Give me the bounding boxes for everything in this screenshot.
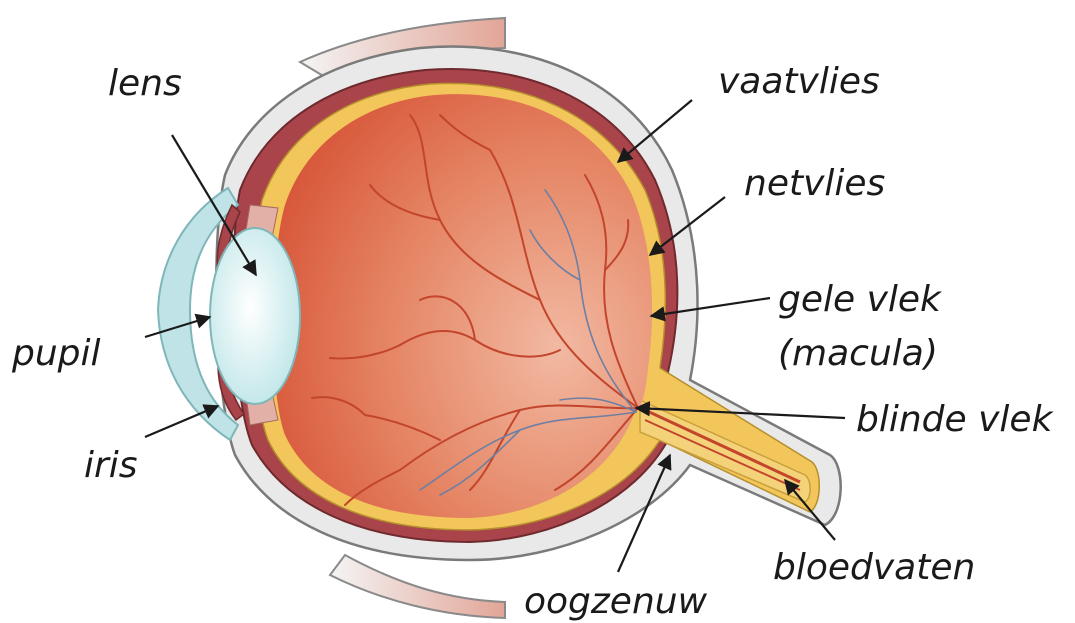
label-gele-vlek: gele vlek (778, 282, 941, 318)
label-macula: (macula) (778, 336, 938, 372)
label-iris: iris (84, 448, 138, 484)
label-vaatvlies: vaatvlies (718, 64, 880, 100)
vitreous-body (273, 94, 652, 518)
label-lens: lens (108, 66, 182, 102)
label-pupil: pupil (12, 336, 101, 372)
muscle-bottom (330, 555, 505, 618)
label-oogzenuw: oogzenuw (524, 584, 707, 620)
label-blinde-vlek: blinde vlek (856, 402, 1052, 438)
lens-shape (210, 228, 300, 404)
label-netvlies: netvlies (744, 166, 885, 202)
label-bloedvaten: bloedvaten (773, 550, 975, 586)
